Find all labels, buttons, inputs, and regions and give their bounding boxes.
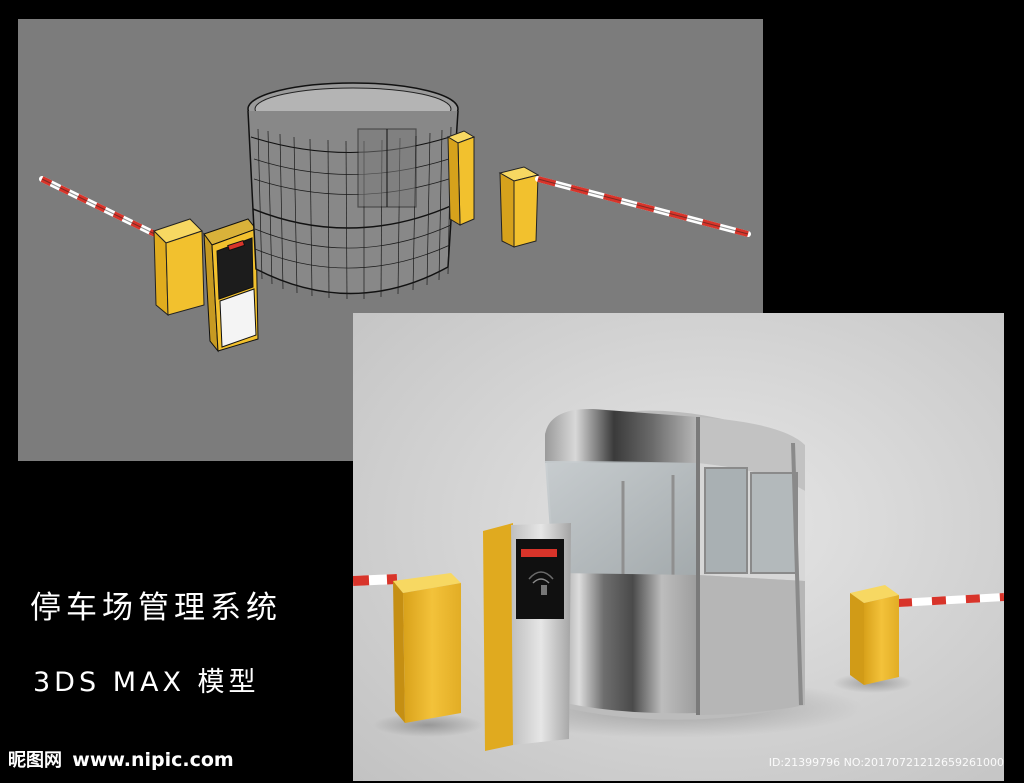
ticket-terminal — [203, 218, 259, 353]
ticket-terminal-render — [483, 523, 571, 751]
page-subtitle: 3DS MAX 模型 — [33, 667, 260, 698]
right-barrier-render — [850, 585, 1004, 685]
watermark-image-id: ID:21399796 NO:20170721212659261000 — [768, 756, 1004, 769]
left-barrier-render — [353, 573, 461, 723]
watermark-site-url: www.nipic.com — [72, 749, 234, 771]
booth-render — [545, 408, 805, 720]
booth-wireframe — [247, 82, 459, 300]
right-barrier-box — [498, 166, 540, 248]
watermark-logo: 昵图网 www.nipic.com — [8, 746, 234, 772]
back-barrier-box — [446, 130, 476, 226]
rendered-model-image — [353, 408, 1004, 751]
right-barrier-arm — [535, 176, 751, 237]
wireframe-model-image — [39, 82, 751, 353]
page-title: 停车场管理系统 — [30, 590, 282, 626]
left-barrier-box — [153, 218, 205, 317]
watermark-site-name: 昵图网 — [8, 750, 62, 771]
render-viewport — [353, 313, 1004, 781]
left-barrier-arm — [39, 176, 164, 240]
